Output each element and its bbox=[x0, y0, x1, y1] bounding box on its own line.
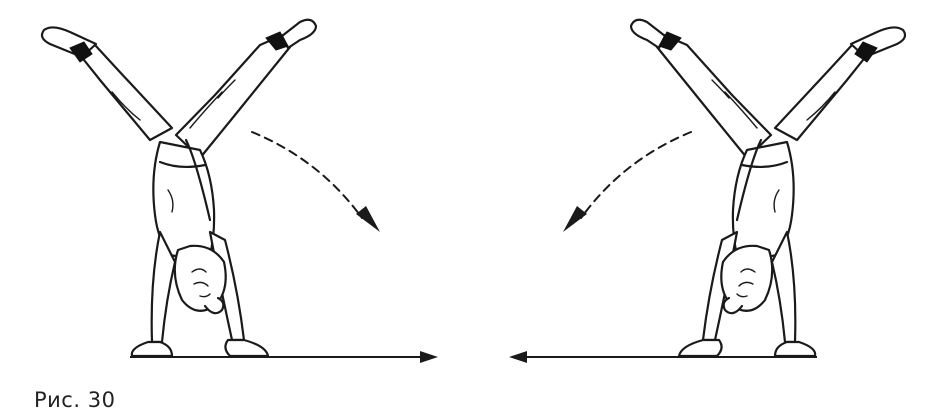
figure-caption: Рис. 30 bbox=[34, 388, 116, 412]
right-arc-arrowhead bbox=[563, 206, 587, 232]
left-arrow-icon bbox=[509, 351, 527, 363]
right-gymnast bbox=[509, 18, 907, 363]
right-arrow-icon bbox=[420, 351, 438, 363]
left-gymnast bbox=[40, 18, 438, 363]
left-arc-arrowhead bbox=[356, 206, 380, 232]
left-motion-arc bbox=[251, 131, 363, 219]
right-motion-arc bbox=[580, 131, 692, 219]
